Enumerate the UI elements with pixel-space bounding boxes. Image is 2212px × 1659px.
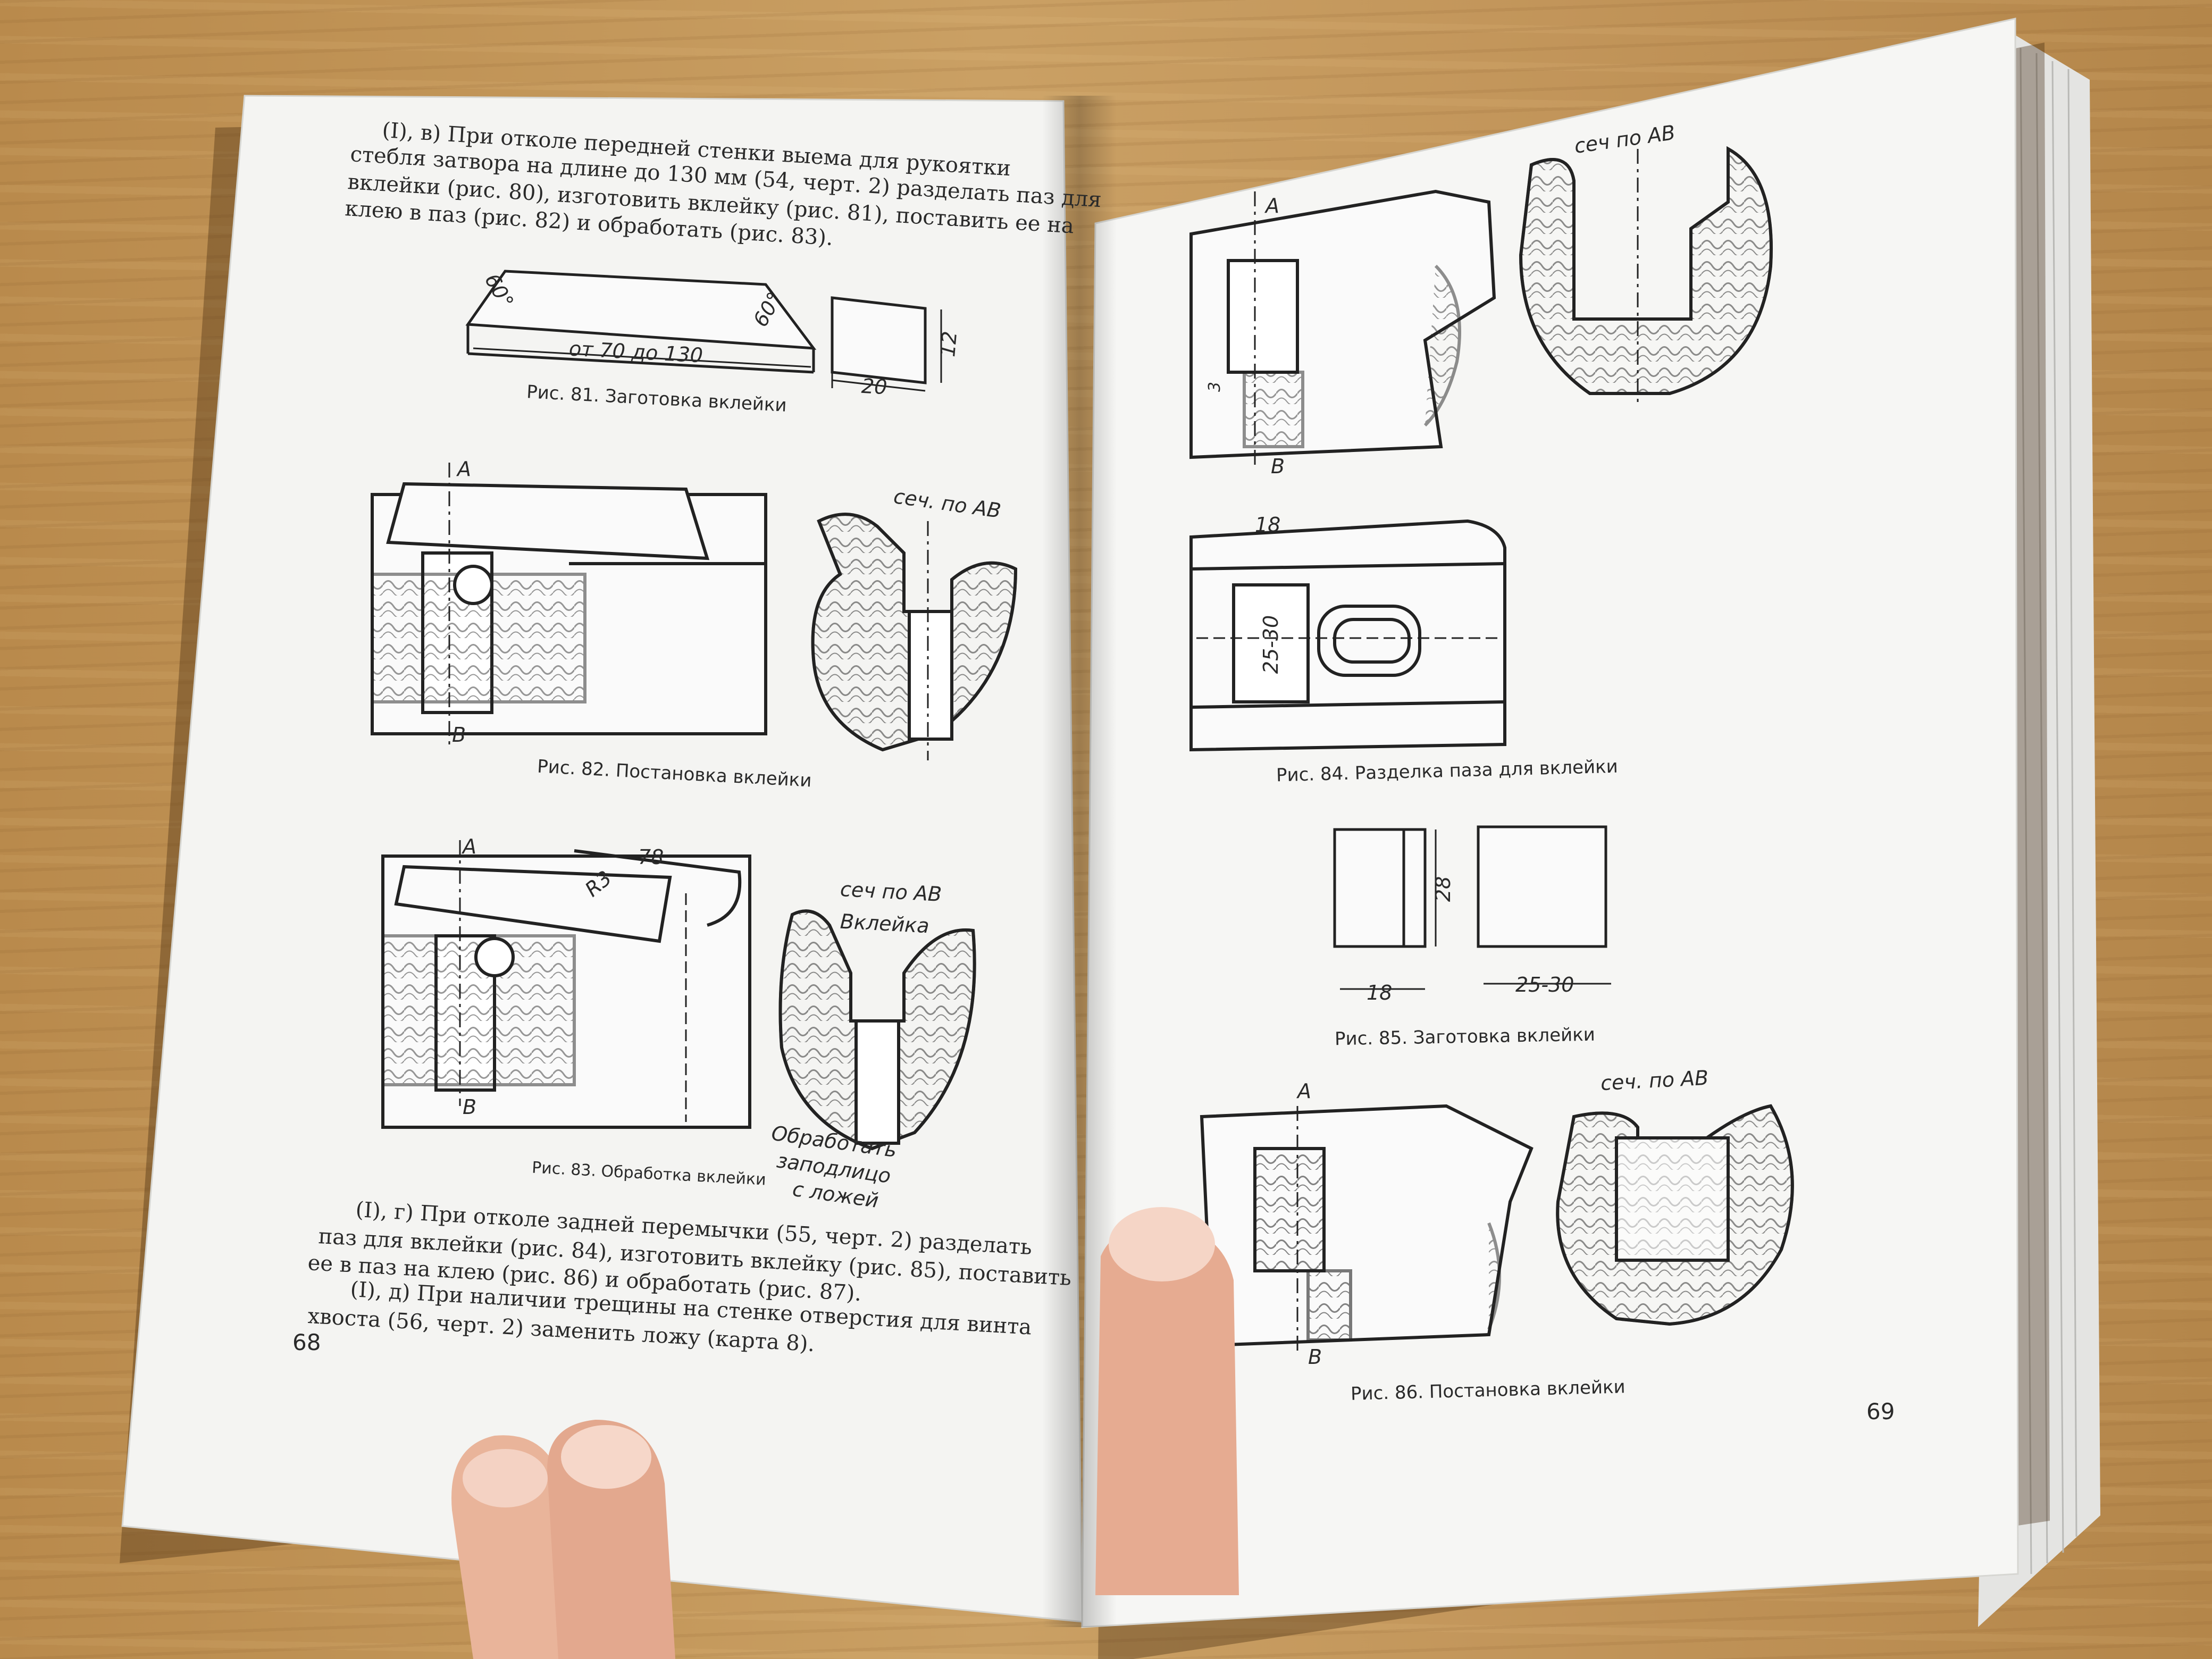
- fig83-drawing: [381, 840, 976, 1151]
- fig84-dim-width: 18: [1255, 513, 1281, 537]
- fig84-top-drawing: [1189, 146, 1773, 468]
- fig84-marker-a: А: [1266, 194, 1279, 217]
- fig86-marker-b: В: [1308, 1345, 1322, 1369]
- right-thumb: [1095, 1207, 1239, 1595]
- fig85-drawing: [1333, 825, 1611, 990]
- fig84-marker-b: В: [1271, 455, 1285, 478]
- fig85-caption: Рис. 85. Заготовка вклейки: [1334, 1024, 1596, 1050]
- fig83-insert-label: Вклейка: [839, 909, 930, 938]
- fig84-dim-small: 3: [1205, 381, 1225, 392]
- fig81-drawing: [465, 270, 942, 392]
- fig84-dim-height: 25-30: [1259, 615, 1283, 674]
- fig86-marker-a: А: [1297, 1079, 1311, 1103]
- fig81-height: 12: [936, 330, 962, 358]
- fig82-drawing: [371, 463, 1018, 760]
- left-page-number: 68: [292, 1329, 321, 1355]
- fig82-marker-a: А: [457, 457, 471, 481]
- fig81-width: 20: [860, 374, 888, 399]
- fig84-bottom-drawing: [1189, 519, 1506, 752]
- right-page-number: 69: [1866, 1398, 1895, 1425]
- left-fingers: [451, 1420, 675, 1659]
- fig85-dim-left: 18: [1367, 981, 1393, 1004]
- fig83-marker-a: А: [463, 835, 476, 858]
- fig85-dim-right: 25-30: [1515, 973, 1574, 996]
- fig82-marker-b: В: [452, 723, 466, 747]
- fig83-marker-b: В: [463, 1095, 477, 1119]
- fig83-length-label: 78: [638, 845, 664, 869]
- fig86-drawing: [1200, 1104, 1794, 1351]
- fig85-dim-height: 28: [1431, 876, 1455, 902]
